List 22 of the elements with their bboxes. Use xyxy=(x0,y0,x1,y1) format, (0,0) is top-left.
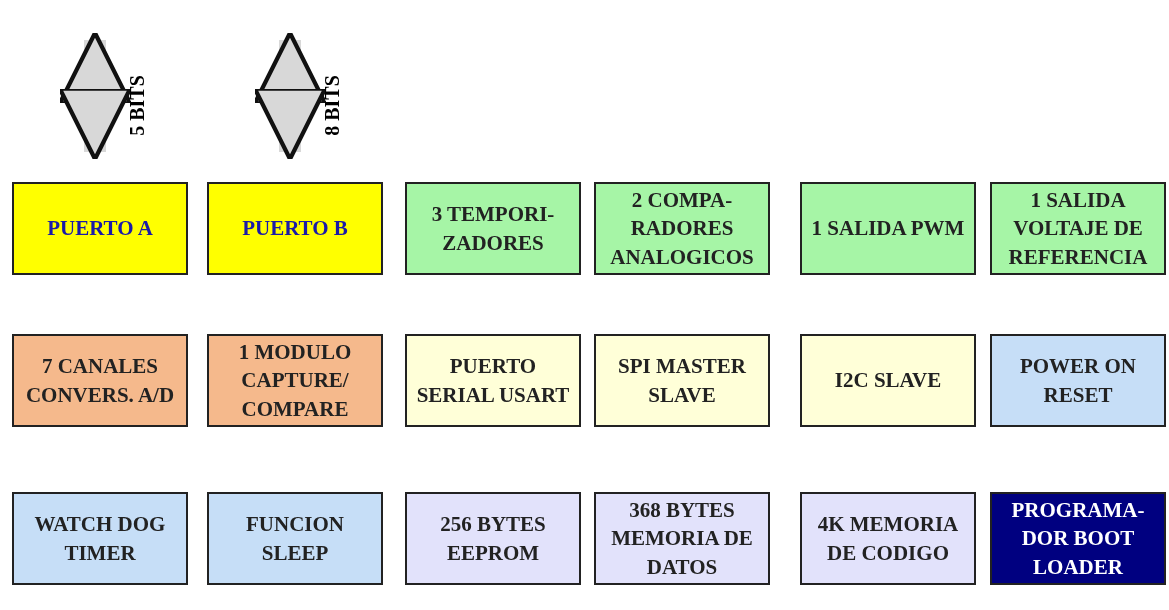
double-arrow xyxy=(57,30,133,162)
edge-label: 5 BITS xyxy=(125,74,149,136)
double-arrow xyxy=(252,30,328,162)
module-box: 2 COMPA- RADORES ANALOGICOS xyxy=(594,182,770,275)
module-box: POWER ON RESET xyxy=(990,334,1166,427)
module-box: WATCH DOG TIMER xyxy=(12,492,188,585)
module-box: FUNCION SLEEP xyxy=(207,492,383,585)
module-box: SPI MASTER SLAVE xyxy=(594,334,770,427)
module-box: 368 BYTES MEMORIA DE DATOS xyxy=(594,492,770,585)
module-box: I2C SLAVE xyxy=(800,334,976,427)
edge-label: 8 BITS xyxy=(320,74,344,136)
module-box: 1 SALIDA PWM xyxy=(800,182,976,275)
module-box: 4K MEMORIA DE CODIGO xyxy=(800,492,976,585)
module-box: 256 BYTES EEPROM xyxy=(405,492,581,585)
module-box: 1 MODULO CAPTURE/ COMPARE xyxy=(207,334,383,427)
module-box: 1 SALIDA VOLTAJE DE REFERENCIA xyxy=(990,182,1166,275)
module-box: 7 CANALES CONVERS. A/D xyxy=(12,334,188,427)
module-box: PUERTO B xyxy=(207,182,383,275)
module-box: PROGRAMA- DOR BOOT LOADER xyxy=(990,492,1166,585)
module-box: PUERTO A xyxy=(12,182,188,275)
module-box: 3 TEMPORI- ZADORES xyxy=(405,182,581,275)
module-box: PUERTO SERIAL USART xyxy=(405,334,581,427)
